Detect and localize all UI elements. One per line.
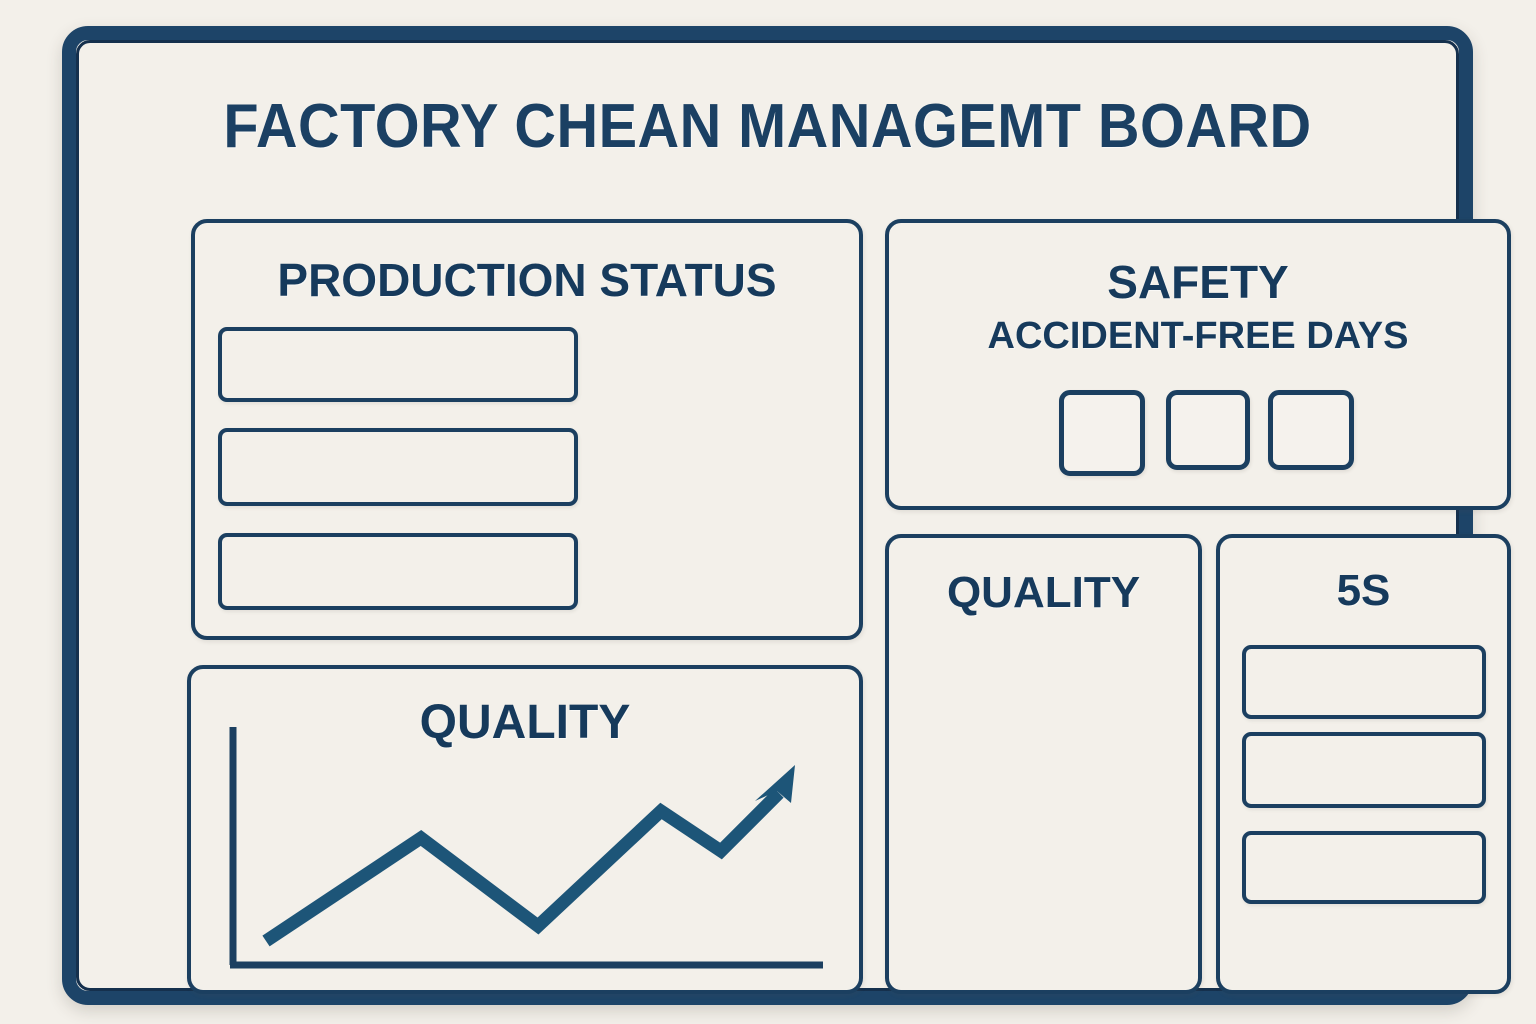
panel-production-status[interactable]: PRODUCTION STATUS [191, 219, 863, 640]
accident-free-digit-box[interactable] [1059, 390, 1145, 476]
production-slot-row[interactable] [218, 533, 578, 610]
production-slot-row[interactable] [218, 327, 578, 402]
quality-trend-line-chart [229, 727, 823, 969]
production-slot-row[interactable] [218, 428, 578, 506]
five-s-slot-row[interactable] [1242, 732, 1486, 808]
five-s-slot-row[interactable] [1242, 645, 1486, 719]
quality-trend-heading: QUALITY [419, 696, 631, 749]
board-outer-frame: FACTORY CHEAN MANAGEMT BOARD PRODUCTION … [62, 26, 1511, 1005]
safety-heading: SAFETY [1107, 256, 1289, 308]
quality-heading: QUALITY [946, 568, 1141, 617]
production-status-heading: PRODUCTION STATUS [277, 254, 777, 306]
accident-free-digit-box[interactable] [1166, 390, 1250, 470]
panel-5s[interactable]: 5S [1216, 534, 1511, 994]
panel-quality[interactable]: QUALITY [885, 534, 1202, 994]
board-inner-surface: FACTORY CHEAN MANAGEMT BOARD PRODUCTION … [76, 40, 1511, 994]
chart-arrow-head-icon [755, 765, 795, 803]
page-title: FACTORY CHEAN MANAGEMT BOARD [223, 92, 1312, 161]
panel-safety[interactable]: SAFETY ACCIDENT-FREE DAYS [885, 219, 1511, 510]
panel-quality-trend[interactable]: QUALITY [187, 665, 863, 994]
five-s-slot-row[interactable] [1242, 831, 1486, 904]
accident-free-digit-box[interactable] [1268, 390, 1354, 470]
five-s-heading: 5S [1336, 566, 1391, 615]
chart-trend-line [262, 788, 784, 947]
accident-free-days-label: ACCIDENT-FREE DAYS [987, 315, 1409, 357]
